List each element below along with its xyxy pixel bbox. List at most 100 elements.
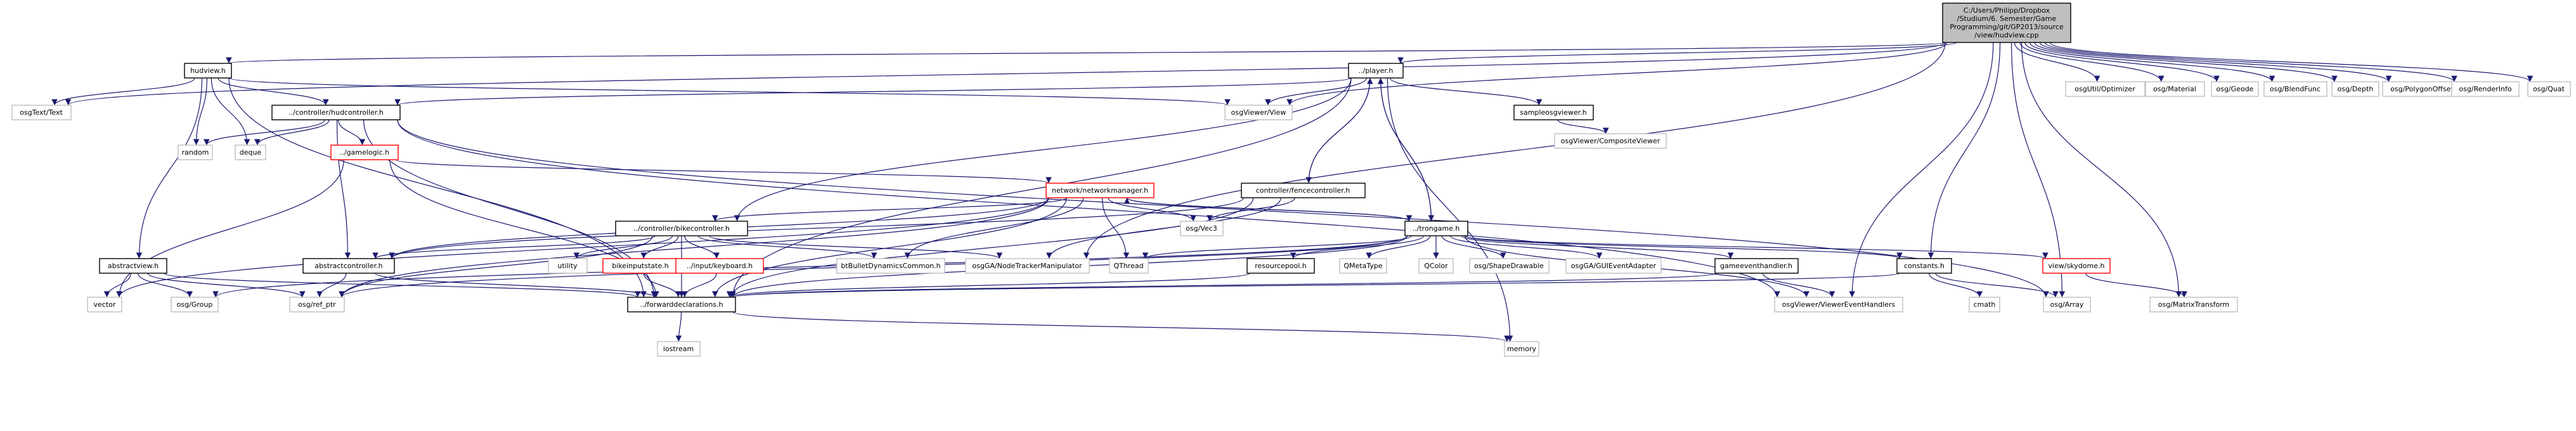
node-blendfunc: osg/BlendFunc [2263,81,2327,97]
node-box [87,297,122,312]
node-resourcepool[interactable]: resourcepool.h [1246,258,1315,274]
node-abstractview[interactable]: abstractview.h [99,258,167,274]
node-label: osgViewer/ViewerEventHandlers [1782,300,1896,309]
edge-root-to-material [2019,42,2165,82]
edge-bikecontroller-to-osgref [339,235,653,298]
edge-constants-to-osgArray [1935,273,2059,298]
edge-bikecontroller-to-inputkeyboard [684,235,720,259]
edge-root-to-quat [2049,42,2534,82]
node-box [1896,258,1952,274]
edge-root-to-osgViewer_View [1286,42,1948,106]
edge-networkmanager-to-btbullet [904,197,1084,259]
edge-hudcontroller-to-gamelogic [338,119,366,146]
node-label: random [182,148,209,157]
node-label: vector [94,300,116,309]
node-label: abstractview.h [108,262,159,270]
edge-trongame-to-constants [1464,235,1903,259]
node-osgref: osg/ref_ptr [289,297,345,312]
edge-fwddecl-to-memory [732,311,1510,342]
node-gameeventhandler[interactable]: gameeventhandler.h [1714,258,1799,274]
node-box [1513,105,1594,120]
node-osgViewer_View: osgViewer/View [1224,105,1293,120]
node-label: osg/MatrixTransform [2158,300,2230,309]
node-box [2149,297,2238,312]
node-label: controller/fencecontroller.h [1256,186,1350,195]
node-box [2331,81,2379,97]
node-guievent: osgGA/GUIEventAdapter [1565,258,1662,274]
edge-root-to-depth [2034,42,2338,82]
node-nodetracker: osgGA/NodeTrackerManipulator [965,258,1090,274]
node-box [1565,258,1662,274]
node-label: resourcepool.h [1255,262,1307,270]
edge-abstractcontroller-to-osgref [316,273,347,298]
node-networkmanager[interactable]: network/networkmanager.h [1045,183,1155,198]
edge-root-to-renderinfo [2044,42,2457,82]
node-box [1348,63,1404,79]
node-box [548,258,588,274]
edge-skydome-to-matrixtransform [2085,273,2187,298]
node-box [99,258,167,274]
node-qcolor: QColor [1418,258,1454,274]
node-skydome[interactable]: view/skydome.h [2042,258,2111,274]
node-fencecontroller[interactable]: controller/fencecontroller.h [1241,183,1366,198]
node-osgArray: osg/Array [2043,297,2091,312]
node-player_h[interactable]: ../player.h [1348,63,1404,79]
node-utility: utility [548,258,588,274]
node-label: abstractcontroller.h [314,262,382,270]
node-optimizer: osgUtil/Optimizer [2065,81,2146,97]
edge-abstractview-to-fwddecl [164,273,641,298]
node-gamelogic[interactable]: ../gamelogic.h [330,145,399,160]
node-root[interactable]: C:/Users/Philipp/Dropbox/Studium/6. Seme… [1942,3,2071,43]
node-matrixtransform: osg/MatrixTransform [2149,297,2238,312]
edge-bikecontroller-to-bikeinputstate [640,235,679,259]
edge-sampleosgviewer-to-compositeviewer [1557,119,1609,134]
node-label: osg/Geode [2217,85,2254,93]
node-box [1339,258,1387,274]
node-trongame[interactable]: ../trongame.h [1404,221,1468,236]
node-osgVec3: osg/Vec3 [1180,221,1224,236]
edge-hudview_h-to-hudcontroller [217,77,329,106]
node-box [289,297,345,312]
node-label: ../trongame.h [1413,224,1460,233]
edge-root-to-optimizer [2014,42,2100,82]
edge-bikecontroller-to-nodetracker [709,235,1002,259]
edge-root-to-nodetracker [1083,42,1946,259]
node-box [2042,258,2111,274]
edge-fencecontroller-to-fwddecl [728,197,1254,298]
node-box [1224,105,1293,120]
node-box [330,145,399,160]
node-hudcontroller[interactable]: ../controller/hudcontroller.h [271,105,401,120]
node-label: osgUtil/Optimizer [2074,85,2135,93]
node-bikecontroller[interactable]: ../controller/bikecontroller.h [615,221,748,236]
node-inputkeyboard[interactable]: ../input/keyboard.h [675,258,764,274]
node-label: osg/RenderInfo [2459,85,2511,93]
edge-bikecontroller-to-utility [573,235,673,259]
edge-trongame-to-osgGroup [212,235,1408,298]
node-label: QMetaType [1343,262,1382,270]
node-label: osg/Group [177,300,213,309]
node-label: ../controller/bikecontroller.h [633,224,730,233]
edge-trongame-to-networkmanager [1123,197,1410,222]
node-abstractcontroller[interactable]: abstractcontroller.h [302,258,395,274]
node-fwddecl[interactable]: ../forwarddeclarations.h [627,297,736,312]
node-box [1180,221,1224,236]
edge-abstractcontroller-to-fwddecl [375,273,658,298]
node-label: C:/Users/Philipp/Dropbox [1964,6,2050,15]
node-label: osg/PolygonOffset [2390,85,2454,93]
node-box [271,105,401,120]
edge-player_h-to-osgViewer_View [1265,77,1367,106]
node-hudview_h[interactable]: hudview.h [184,63,232,79]
edge-bikecontroller-to-abstractcontroller [372,235,656,259]
node-constants[interactable]: constants.h [1896,258,1952,274]
node-memory: memory [1504,341,1539,357]
node-sampleosgviewer[interactable]: sampleosgviewer.h [1513,105,1594,120]
node-box [11,105,72,120]
edge-root-to-geode [2024,42,2220,82]
node-label: osgViewer/CompositeViewer [1561,137,1660,145]
node-label: ../controller/hudcontroller.h [288,108,384,117]
edge-hudview_h-to-abstractview [136,77,203,259]
node-bikeinputstate[interactable]: bikeinputstate.h [602,258,678,274]
node-label: osg/BlendFunc [2270,85,2320,93]
node-label: osg/Quat [2533,85,2565,93]
edge-inputkeyboard-to-fwddecl [682,273,717,298]
